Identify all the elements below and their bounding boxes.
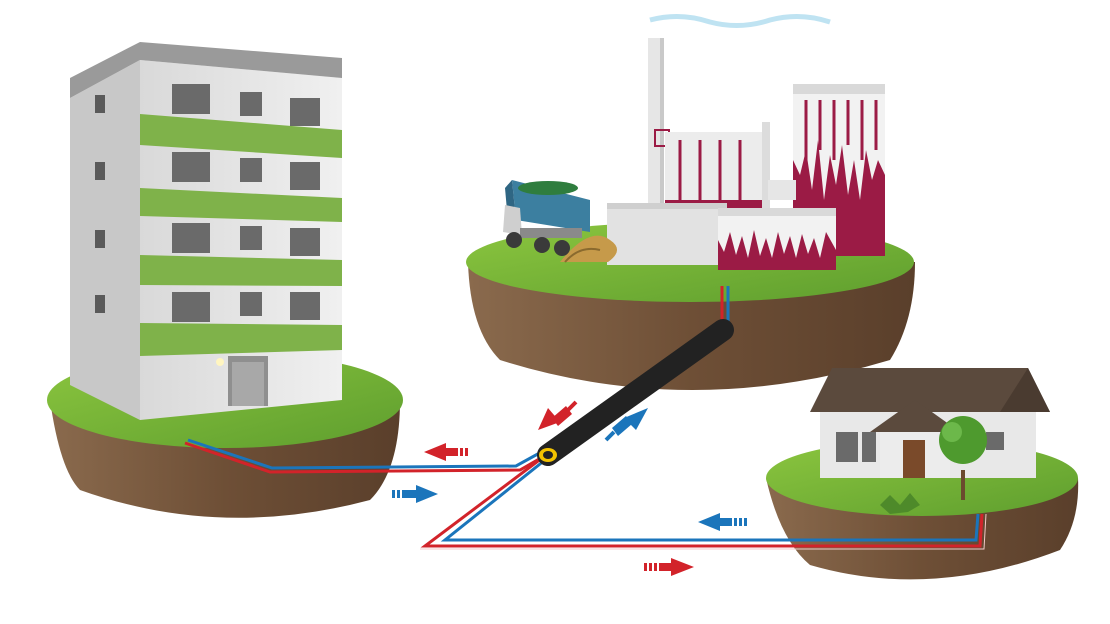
return-pipe-house	[440, 458, 980, 542]
house-icon	[810, 368, 1050, 478]
tree-icon	[939, 416, 987, 500]
return-pipe	[187, 438, 546, 470]
supply-arrow-bottom	[644, 558, 694, 576]
main-trunk-pipe	[537, 319, 734, 466]
supply-pipe-house	[420, 453, 984, 548]
return-arrow-house	[698, 513, 747, 531]
supply-arrow-diagonal	[538, 400, 578, 430]
supply-pipe	[184, 441, 547, 474]
supply-arrow-left	[424, 443, 468, 461]
factory-icon	[607, 14, 885, 270]
truck-icon	[503, 180, 618, 263]
return-arrow-diagonal	[604, 408, 648, 442]
apartment-building-icon	[70, 42, 342, 420]
return-arrow-right	[392, 485, 438, 503]
pipe-network	[184, 286, 987, 550]
